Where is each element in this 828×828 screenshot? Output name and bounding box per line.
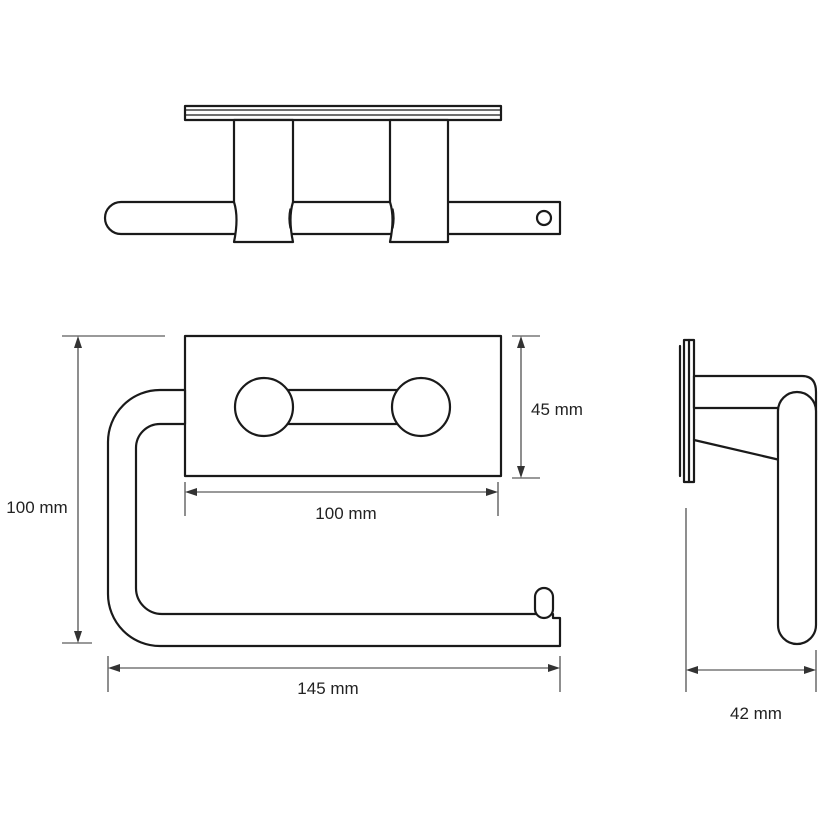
dim-label-total-height: 100 mm bbox=[6, 498, 67, 517]
front-view-rod-end bbox=[533, 586, 555, 620]
top-view-post-right bbox=[388, 118, 450, 244]
front-view bbox=[106, 334, 562, 648]
dimension-lines bbox=[62, 335, 817, 692]
top-view-post-left bbox=[232, 118, 295, 244]
dim-label-plate-height: 45 mm bbox=[531, 400, 583, 419]
side-view bbox=[678, 338, 818, 646]
front-view-knob-right bbox=[390, 376, 452, 438]
top-view-rod-end bbox=[535, 209, 553, 227]
side-view-rod bbox=[776, 390, 818, 646]
front-view-knob-left bbox=[233, 376, 295, 438]
dim-label-depth: 42 mm bbox=[730, 704, 782, 723]
dim-label-plate-width: 100 mm bbox=[315, 504, 376, 523]
top-view-plate bbox=[183, 104, 503, 122]
dim-label-total-width: 145 mm bbox=[297, 679, 358, 698]
top-view-rod bbox=[103, 200, 562, 236]
front-view-arm bbox=[106, 388, 562, 648]
top-view bbox=[103, 104, 562, 244]
